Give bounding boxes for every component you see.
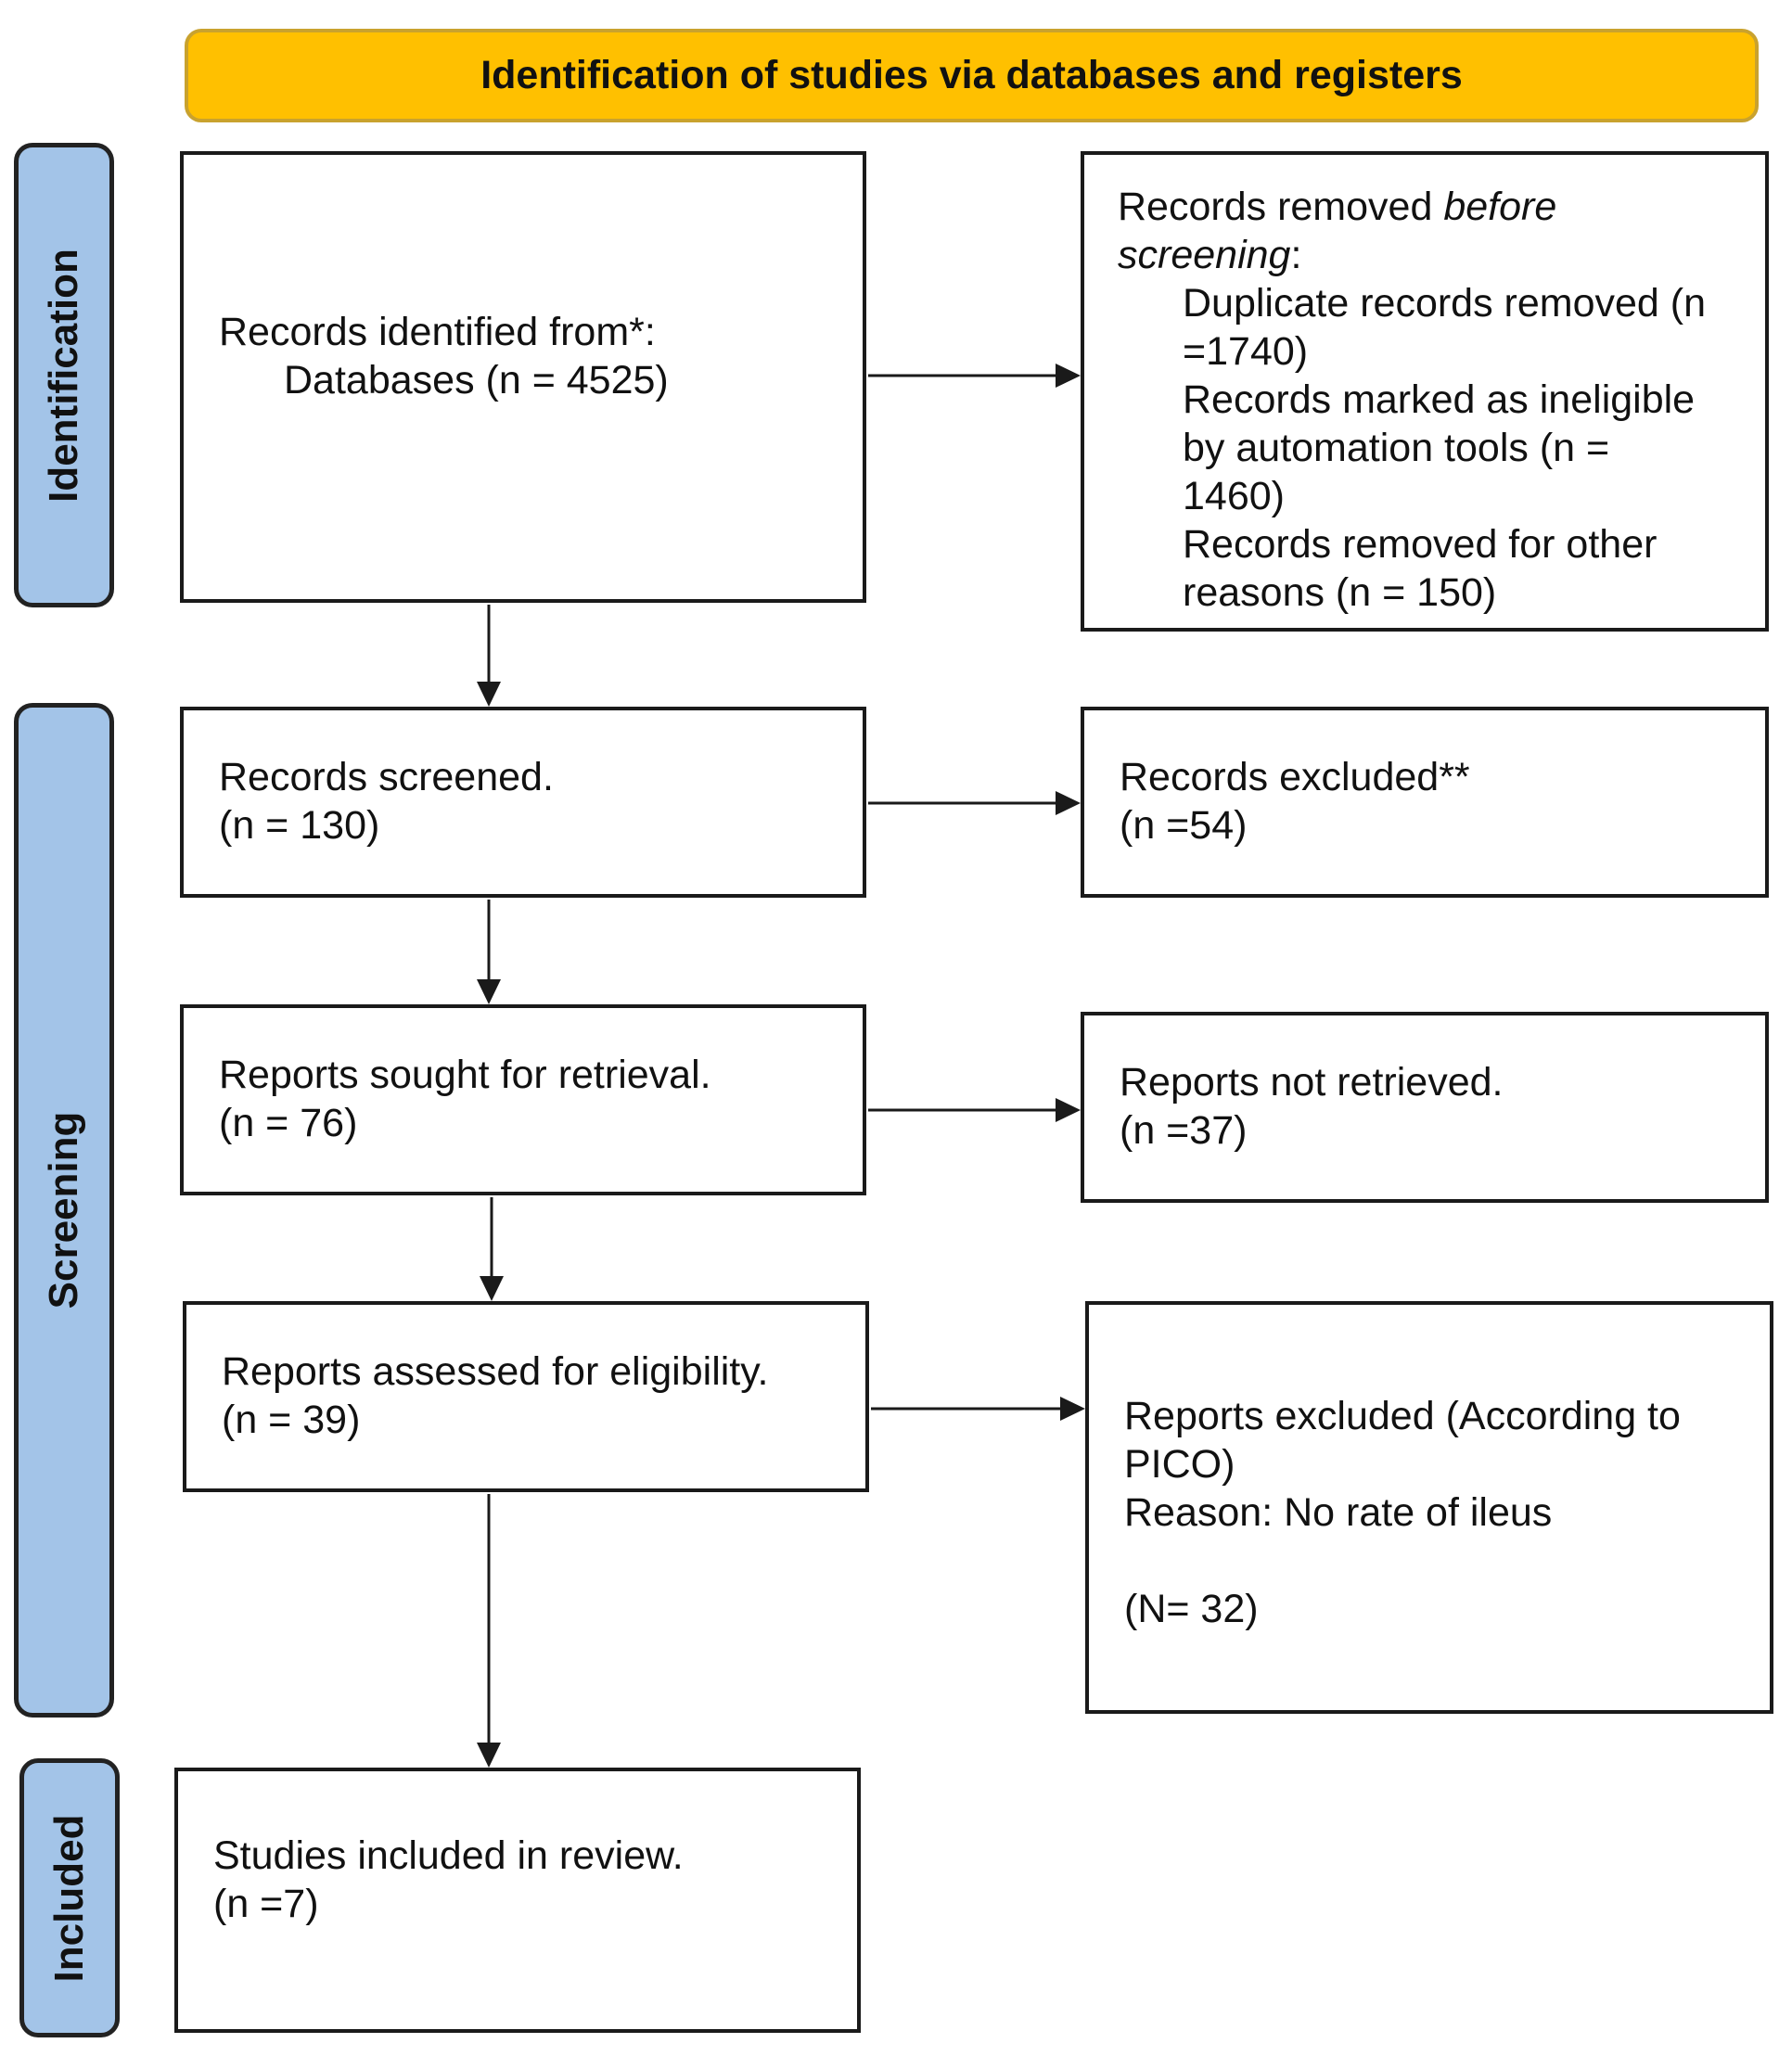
reports-assessed-count: (n = 39) [222,1398,361,1442]
reports-excluded-reason: Reason: No rate of ileus [1124,1490,1553,1535]
reports-assessed-box: Reports assessed for eligibility. (n = 3… [183,1301,869,1492]
reports-sought-label: Reports sought for retrieval. [219,1053,711,1097]
phase-screening: Screening [14,703,114,1718]
reports-excluded-line1: Reports excluded (According to [1124,1394,1681,1438]
other-reasons-line1: Records removed for other [1183,522,1658,567]
reports-not-retrieved-label: Reports not retrieved. [1120,1060,1504,1105]
reports-assessed-label: Reports assessed for eligibility. [222,1349,769,1394]
arrowhead-right-1 [1056,364,1081,388]
records-identified-box: Records identified from*: Databases (n =… [180,151,866,603]
arrowhead-right-2 [1056,791,1081,815]
arrowhead-right-3 [1056,1098,1081,1122]
header-banner: Identification of studies via databases … [185,29,1759,122]
phase-included: Included [19,1758,120,2037]
ineligible-records-line3: 1460) [1183,474,1285,518]
arrowhead-down-4 [477,1743,501,1768]
studies-included-box: Studies included in review. (n =7) [174,1768,861,2033]
records-removed-heading: Records removed before [1118,185,1557,229]
arrowhead-right-4 [1060,1397,1085,1421]
reports-sought-count: (n = 76) [219,1101,358,1145]
records-screened-count: (n = 130) [219,803,380,848]
reports-excluded-count: (N= 32) [1124,1587,1259,1631]
records-excluded-label: Records excluded** [1120,755,1470,799]
records-screened-label: Records screened. [219,755,554,799]
studies-included-label: Studies included in review. [213,1833,684,1878]
records-removed-box: Records removed before screening: Duplic… [1081,151,1769,632]
reports-excluded-box: Reports excluded (According to PICO) Rea… [1085,1301,1773,1714]
reports-sought-box: Reports sought for retrieval. (n = 76) [180,1004,866,1195]
arrowhead-down-1 [477,682,501,707]
arrowhead-down-2 [477,979,501,1004]
arrowhead-down-3 [480,1276,504,1301]
records-identified-databases: Databases (n = 4525) [284,358,669,402]
ineligible-records-line1: Records marked as ineligible [1183,377,1696,422]
phase-identification: Identification [14,143,114,607]
records-screened-box: Records screened. (n = 130) [180,707,866,898]
reports-not-retrieved-count: (n =37) [1120,1108,1248,1153]
duplicate-records-line1: Duplicate records removed (n [1183,281,1707,326]
reports-not-retrieved-box: Reports not retrieved. (n =37) [1081,1012,1769,1203]
records-removed-heading-cont: screening: [1118,233,1302,277]
reports-excluded-line2: PICO) [1124,1442,1235,1487]
records-identified-line1: Records identified from*: [219,310,656,354]
duplicate-records-line2: =1740) [1183,329,1309,374]
studies-included-count: (n =7) [213,1882,319,1926]
header-title: Identification of studies via databases … [480,53,1463,97]
other-reasons-line2: reasons (n = 150) [1183,570,1497,615]
records-excluded-box: Records excluded** (n =54) [1081,707,1769,898]
ineligible-records-line2: by automation tools (n = [1183,426,1610,470]
records-excluded-count: (n =54) [1120,803,1248,848]
